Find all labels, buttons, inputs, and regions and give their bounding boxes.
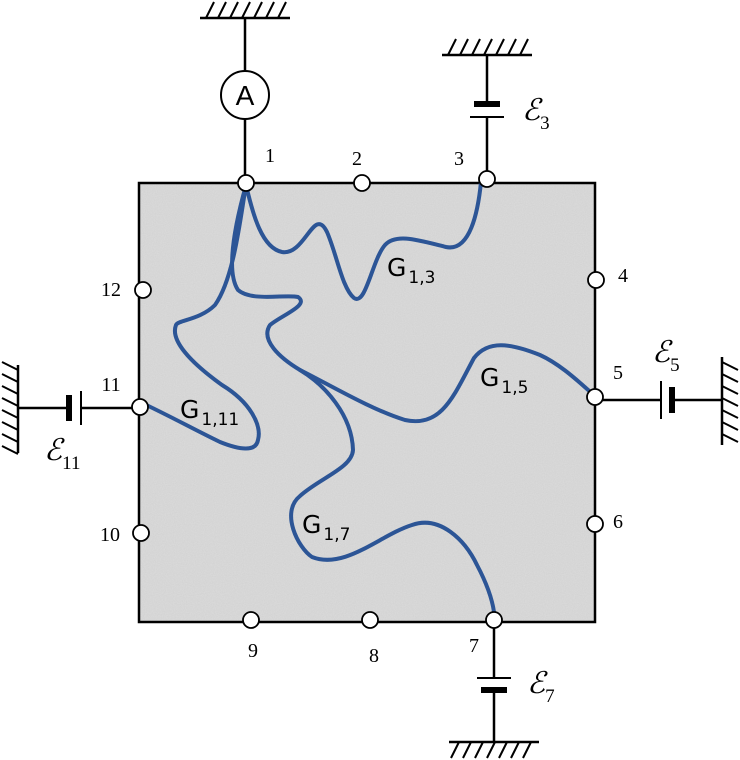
ground-icon (200, 1, 290, 20)
source-e3-branch: ℰ3 (442, 38, 550, 179)
node-6 (586, 515, 604, 533)
path-g17 (289, 368, 496, 614)
node-1 (237, 174, 255, 192)
node-2 (353, 174, 371, 192)
node-label-8: 8 (369, 645, 379, 667)
node-12 (134, 281, 152, 299)
source-e7-label: ℰ7 (527, 666, 555, 707)
node-label-4: 4 (618, 265, 628, 287)
ground-icon (720, 357, 739, 445)
source-e11-label: ℰ11 (44, 433, 80, 474)
ammeter-label: A (236, 80, 255, 111)
path-g13 (244, 180, 483, 301)
ground-icon (1, 361, 20, 455)
node-5 (586, 388, 604, 406)
source-e7-branch: ℰ7 (449, 626, 555, 759)
source-e11-branch: ℰ11 (1, 361, 135, 474)
node-label-5: 5 (613, 362, 623, 384)
ammeter-branch: A (200, 1, 290, 183)
ground-icon (449, 740, 539, 759)
node-3 (478, 170, 496, 188)
node-label-3: 3 (454, 148, 464, 170)
source-e5-label: ℰ5 (652, 335, 680, 376)
node-9 (242, 611, 260, 629)
node-8 (361, 611, 379, 629)
node-label-1: 1 (265, 145, 275, 167)
node-label-10: 10 (100, 524, 120, 546)
node-label-7: 7 (469, 635, 479, 657)
path-g111 (138, 183, 261, 451)
node-label-6: 6 (613, 511, 623, 533)
source-e3-label: ℰ3 (522, 93, 550, 134)
node-label-9: 9 (248, 640, 258, 662)
node-label-12: 12 (101, 279, 121, 301)
node-label-11: 11 (101, 374, 120, 396)
node-4 (587, 271, 605, 289)
node-label-2: 2 (352, 148, 362, 170)
source-e5-branch: ℰ5 (599, 335, 739, 445)
node-10 (132, 524, 150, 542)
node-11 (131, 398, 149, 416)
ground-icon (442, 38, 532, 57)
node-7 (485, 611, 503, 629)
